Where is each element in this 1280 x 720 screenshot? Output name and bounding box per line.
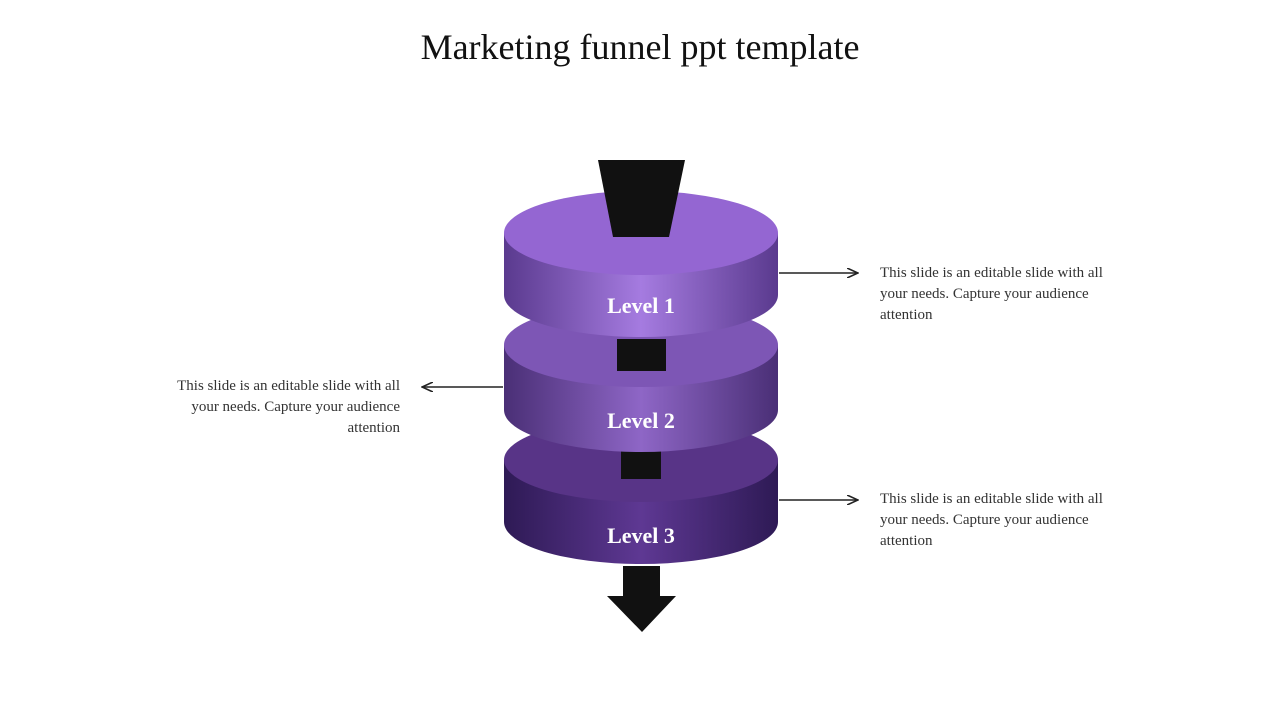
level-1-label: Level 1 (607, 293, 675, 318)
funnel-top-connector (598, 160, 685, 237)
description-level-2: This slide is an editable slide with all… (177, 378, 400, 436)
connector-block-3 (621, 451, 661, 479)
description-level-1: This slide is an editable slide with all… (880, 265, 1103, 323)
description-level-3: This slide is an editable slide with all… (880, 491, 1103, 549)
level-3-label: Level 3 (607, 523, 675, 548)
slide-title: Marketing funnel ppt template (420, 27, 860, 67)
down-arrow-icon (607, 566, 676, 632)
level-2-label: Level 2 (607, 408, 675, 433)
connector-block-2 (617, 339, 666, 371)
funnel-level-1: Level 1 (504, 160, 778, 337)
